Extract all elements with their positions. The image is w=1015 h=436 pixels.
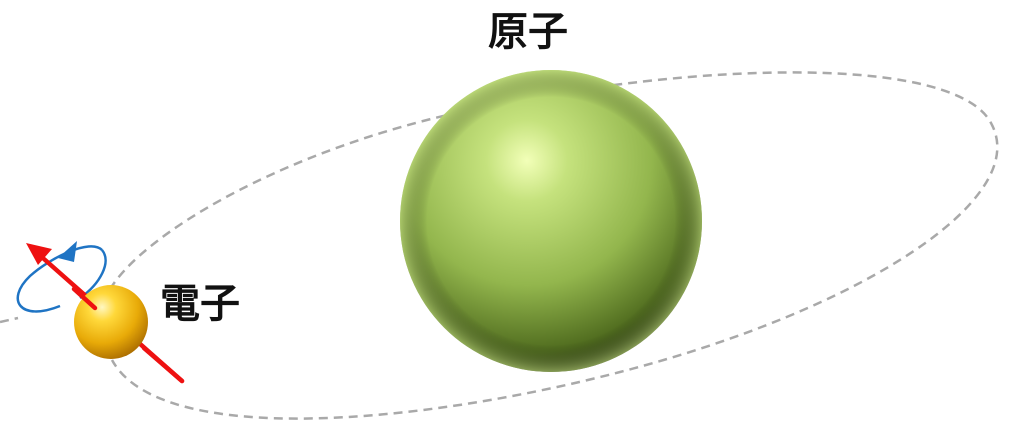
atom-sphere — [400, 70, 702, 372]
spin-axis-front — [144, 348, 182, 381]
electron-label: 電子 — [160, 284, 240, 324]
atom-label: 原子 — [488, 12, 568, 52]
